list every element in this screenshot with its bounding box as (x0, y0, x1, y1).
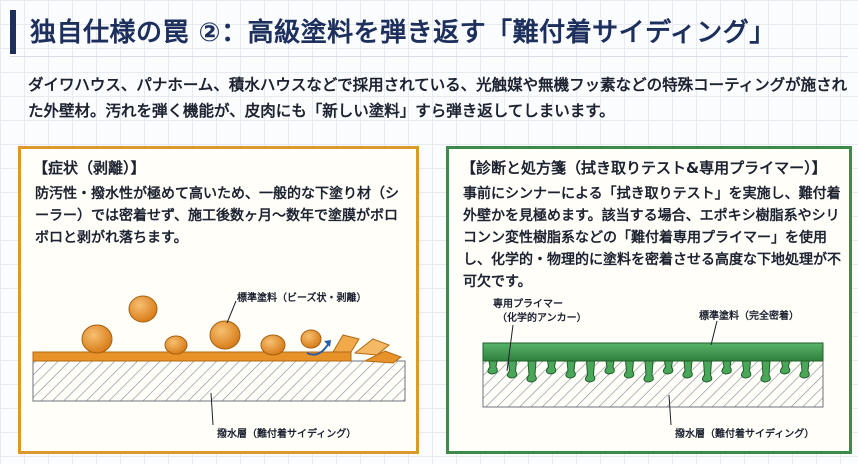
paint-bead (209, 320, 241, 350)
peeling-flake (363, 350, 403, 364)
diagnosis-heading: 【診断と処方箋（拭き取りテスト&専用プライマー）】 (461, 159, 827, 177)
primer-illustration: 専用プライマー （化学的アンカー） 標準塗料（完全密着） 撥水層（難付着サイディ… (482, 297, 824, 440)
primer-anchor-tooth (701, 360, 713, 383)
primer-anchor-tooth (779, 360, 791, 375)
primer-anchor-tooth (721, 360, 732, 375)
symptom-heading: 【症状（剥離）】 (33, 159, 146, 177)
symptom-card: 【症状（剥離）】 防汚性・撥水性が極めて高いため、一般的な下塗り材（シーラー）で… (18, 146, 419, 454)
peeling-flake (353, 338, 390, 356)
primer-anchor-tooth (487, 360, 498, 375)
paint-bead (260, 334, 286, 356)
peeling-illustration: 標準塗料（ビーズ状・剥離） 撥水層（難付着サイディング） (32, 291, 406, 440)
diagnosis-body: 事前にシンナーによる「拭き取りテスト」を実施し、難付着外壁かを見極めます。該当す… (463, 186, 841, 290)
primer-anchor-tooth (545, 360, 557, 375)
paint-bead (300, 329, 322, 349)
page-title: 独自仕様の罠 ②：高級塗料を弾き返す「難付着サイディング」 (30, 18, 776, 48)
primer-anchor-tooth (565, 360, 576, 379)
label-paint-adhered: 標準塗料（完全密着） (699, 309, 799, 322)
primer-anchor-tooth (506, 360, 518, 379)
primer-anchor-tooth (526, 360, 537, 383)
label-repellent-layer: 撥水層（難付着サイディング） (217, 427, 356, 440)
label-primer: 専用プライマー (493, 297, 563, 310)
primer-anchors (487, 360, 810, 383)
title-accent-bar (10, 10, 16, 54)
primer-anchor-tooth (760, 360, 771, 383)
primer-anchor-tooth (584, 360, 596, 383)
primer-anchor-tooth (662, 360, 674, 375)
diagnosis-card: 【診断と処方箋（拭き取りテスト&専用プライマー）】 事前にシンナーによる「拭き取… (446, 146, 852, 454)
symptom-body: 防汚性・撥水性が極めて高いため、一般的な下塗り材（シーラー）では密着せず、施工後… (35, 186, 399, 246)
label-repellent-layer: 撥水層（難付着サイディング） (675, 427, 814, 440)
lead-paragraph: ダイワハウス、パナホーム、積水ハウスなどで採用されている、光触媒や無機フッ素など… (28, 76, 848, 120)
primer-anchor-tooth (643, 360, 654, 383)
label-primer-sub: （化学的アンカー） (497, 311, 587, 324)
paint-bead (164, 335, 188, 355)
primer-anchor-tooth (799, 360, 810, 379)
peel-arrow (306, 342, 330, 356)
label-paint-beading: 標準塗料（ビーズ状・剥離） (237, 291, 367, 304)
paint-film (482, 342, 824, 362)
paint-bead (81, 324, 113, 354)
primer-anchor-tooth (740, 360, 752, 379)
title-divider (10, 56, 848, 57)
paint-bead (128, 295, 158, 323)
paint-film (32, 351, 352, 362)
primer-anchor-tooth (604, 360, 615, 375)
primer-anchor-tooth (623, 360, 635, 379)
peeling-flake (332, 334, 360, 353)
primer-anchor-tooth (682, 360, 693, 379)
repellent-substrate (32, 360, 406, 402)
